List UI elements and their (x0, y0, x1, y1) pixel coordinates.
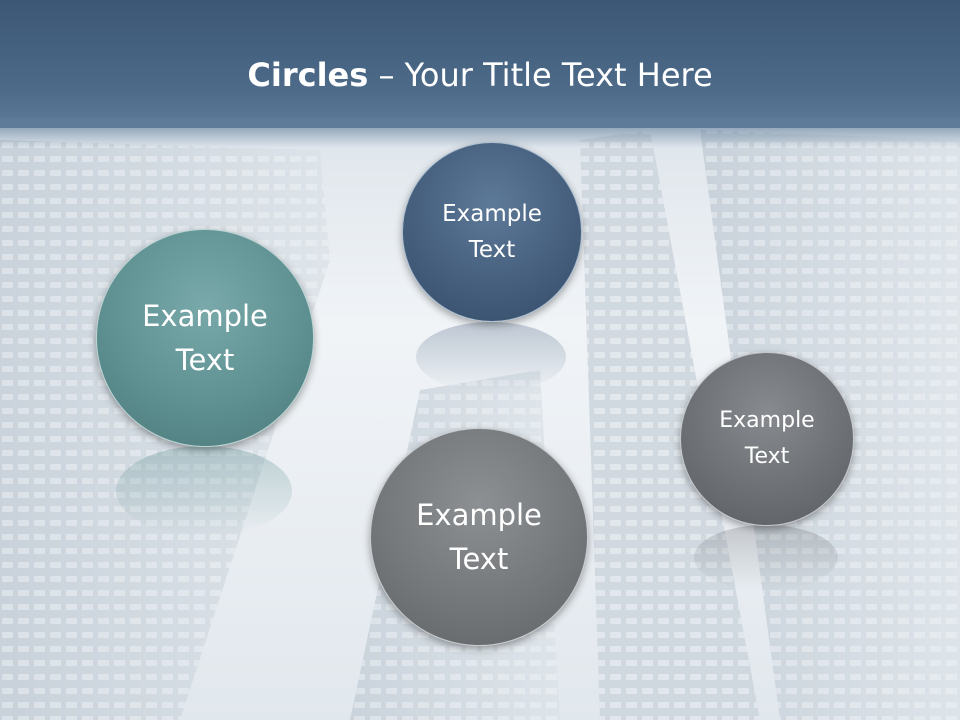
circle-blue[interactable]: Example Text (402, 142, 582, 322)
circle-gray-bottom-line2: Text (449, 542, 509, 576)
circle-teal[interactable]: Example Text (96, 229, 314, 447)
slide-title-bold: Circles (247, 56, 369, 94)
circle-teal-line2: Text (175, 343, 235, 377)
circle-teal-line1: Example (142, 299, 268, 333)
circle-gray-bottom[interactable]: Example Text (370, 428, 588, 646)
title-bar (0, 0, 960, 128)
circle-gray-right-line2: Text (744, 444, 790, 469)
circle-blue-line2: Text (468, 237, 516, 263)
circle-blue-line1: Example (442, 201, 542, 227)
circle-gray-bottom-line1: Example (416, 498, 542, 532)
circle-gray-right[interactable]: Example Text (680, 352, 854, 526)
slide-title-rest: – Your Title Text Here (368, 56, 713, 94)
circle-gray-right-line1: Example (719, 408, 815, 433)
slide-title: Circles – Your Title Text Here (0, 52, 960, 98)
